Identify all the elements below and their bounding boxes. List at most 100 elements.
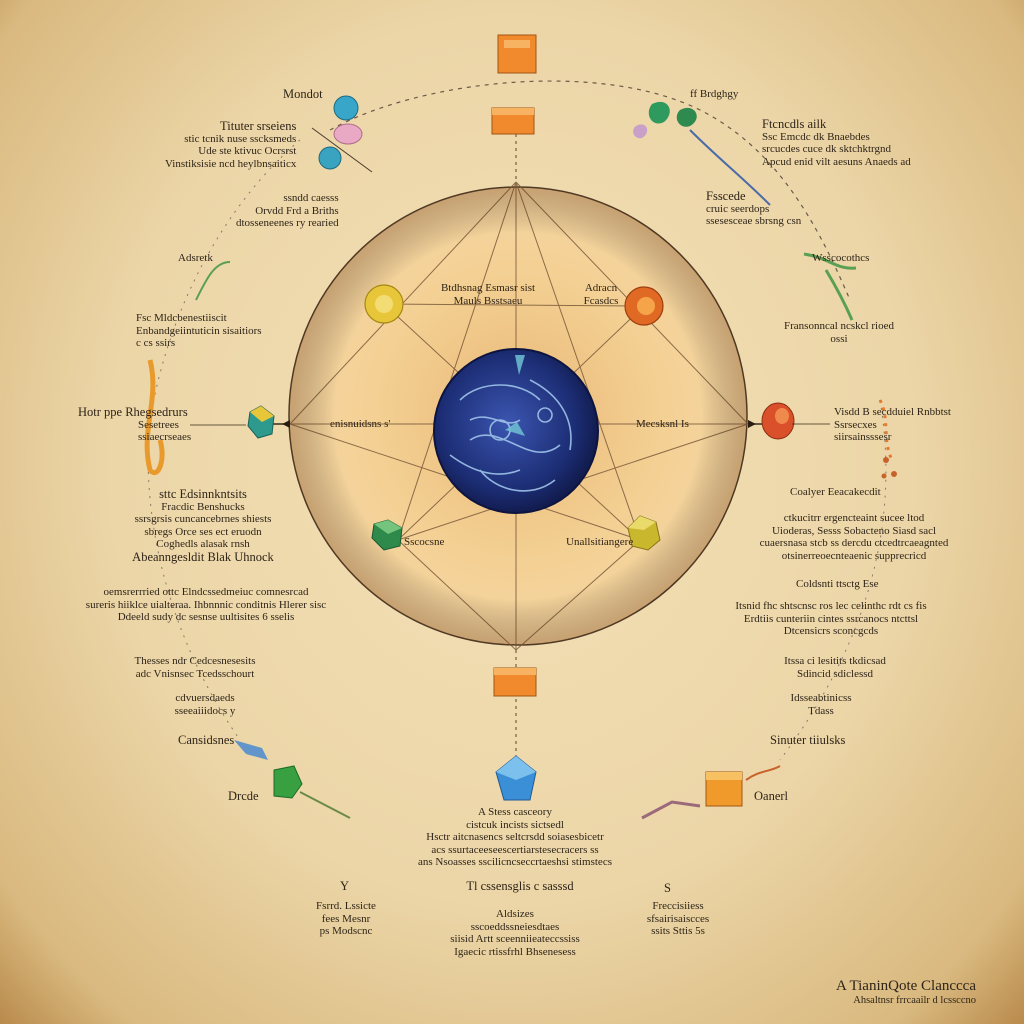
signature-title: A TianinQote Clanccca [836, 978, 976, 994]
label-bottom-right-block: Freccisiiess sfsairisaiscces ssits Sttis… [640, 900, 716, 938]
title-right-mid: Visdd B secdduiel Rnbbtst [834, 406, 951, 418]
line-lower-left-4: Coghedls alasak rnsh [156, 538, 250, 550]
box-icon-lower [493, 667, 537, 697]
line-lower-left-1: Fracdic Benshucks [161, 500, 245, 513]
line-left-1: Fsc Mldcbenestiiscit [136, 312, 227, 324]
flame-icon-right [761, 402, 795, 440]
line-bottom-right-block-2: sfsairisaiscces [646, 912, 710, 925]
crystal-icon [495, 755, 537, 801]
leaf-icon-bottom-left [234, 740, 351, 819]
label-inner-tl: Btdhsnag Esmasr sist Mauls Bsstsaeu [418, 282, 558, 307]
line-bottom-center-1: A Stess casceory [478, 806, 552, 818]
sun-icon [364, 284, 404, 324]
label-bottom-left-mid: Thesses ndr Cedcesnesesits adc Vnisnsec … [130, 655, 260, 680]
line-top-left-2: Ude ste ktivuc Ocrsrst [198, 145, 297, 157]
label-bottom-center2-title: Tl cssensglis c sasssd [466, 879, 574, 893]
gem-icon-inner-left [371, 519, 403, 551]
label-right-lower2: Idsseabtinicss Tdass [786, 692, 856, 717]
line-bottom-left-block-1: Fsrrd. Lssicte [316, 900, 376, 912]
line-right-low-2: Erdtiis cunteriin cintes ssrcanocs ntctt… [743, 612, 919, 625]
line-top-right-2: srcucdes cuce dk sktchktrgnd [762, 143, 892, 155]
label-bottom-left-block: Fsrrd. Lssicte fees Mesnr ps Modscnc [308, 900, 384, 938]
label-bottom-left-low: cdvuersdaeds sseeaiiidocs y [160, 692, 250, 717]
label-bottom-center2: Aldsizes sscoeddssneiesdtaes siisid Artt… [420, 908, 610, 958]
box-icon-bottom-right [641, 765, 781, 820]
outer-orbit-arc [329, 80, 851, 301]
label-left: Fsc Mldcbenestiiscit Enbandgeiintuticin … [136, 312, 262, 350]
line-left-3: c cs ssirs [136, 337, 176, 349]
label-right-mid: Visdd B secdduiel Rnbbtst Ssrsecxes siir… [834, 406, 951, 444]
line-bottom-center-2: cistcuk incists sictsedl [466, 818, 564, 831]
line-bottom-left-low-1: cdvuersdaeds [175, 692, 235, 704]
line-lower-right-2: Uioderas, Sesss Sobacteno Siasd sacl [771, 524, 937, 537]
line-right-low-1: Itsnid fhc shtscnsc ros lec celinthc rdt… [735, 600, 927, 612]
label-inner-tr: Adracn Fcasdcs [576, 282, 626, 307]
line-lower-right-3: cuaersnasa stcb ss dercdu ctcedtrcaeagnt… [759, 537, 949, 549]
line-left-2: Enbandgeiintuticin sisaitiors [136, 324, 262, 337]
label-dracide: Drcde [228, 789, 259, 803]
line-right-1: Fransonncal ncskcl rioed [784, 320, 894, 332]
line-lower-left-2: ssrsgrsis cuncancebrnes shiests [134, 513, 272, 525]
flame-icon-inner [624, 286, 664, 326]
line-top-left-3: Vinstiksisie ncd heylbnsaiticx [165, 157, 297, 170]
label-top-left: Tituter srseiens stic tcnik nuse sscksme… [165, 120, 296, 170]
line-upper-right-1: cruic seerdops [706, 202, 770, 215]
line-right-lower-2: Sdincid sdiclessd [796, 667, 874, 680]
label-bottom-left: oemsrerrried ottc Elndcssedmeiuc comnesr… [76, 586, 336, 624]
label-top-right-mark: ff Brdghgy [690, 88, 739, 100]
signature-sub: Ahsaltnsr frrcaailr d lcssccno [853, 995, 976, 1006]
line-right-mid-1: Ssrsecxes [834, 418, 877, 431]
box-icon-top [497, 34, 537, 74]
label-inner-br: Unallsitiangere [566, 536, 634, 548]
line-top-right-3: Apcud enid vilt aesuns Anaeds ad [762, 155, 911, 168]
line-bottom-left-2: sureris hiiklce uialteraa. Ihbnnnic cond… [85, 598, 327, 611]
outer-orbit-arc-right [779, 399, 887, 761]
line-bottom-center2-1: Aldsizes [496, 908, 534, 920]
line-bottom-center2-4: Igaecic rtissfrhl Bhsenesess [454, 945, 576, 958]
line-lower-left-3: sbregs Orce ses ect eruodn [144, 525, 262, 538]
signature: A TianinQote Clanccca Ahsaltnsr frrcaail… [836, 978, 976, 1006]
line-right-mid-2: siirsainsssesr [834, 431, 892, 443]
gem-icon-left [247, 405, 275, 439]
line-inner-tr-1: Adracn [584, 282, 618, 294]
label-center-left: enisnuidsns s' [330, 418, 391, 430]
line-upper-left-3: dtosseneenes ry rearied [236, 217, 339, 229]
title-top-right: Ftcncdls ailk [762, 117, 827, 131]
line-inner-tl-2: Mauls Bsstsaeu [453, 294, 523, 307]
line-bottom-right-block-3: ssits Sttis 5s [651, 925, 705, 937]
label-lower-right: ctkucitrr ergencteaint sucee ltod Uioder… [744, 512, 964, 562]
label-right-mark: Wsscocothcs [812, 252, 870, 264]
label-lower-left: sttc Edsinnkntsits Fracdic Benshucks ssr… [128, 488, 278, 563]
label-center-right: Mecsksnl Is [636, 418, 689, 430]
line-bottom-left-3: Ddeeld sudy dc sesnse uultisites 6 sseli… [117, 611, 295, 623]
label-upper-left: ssndd caesss Orvdd Frd a Briths dtossene… [236, 192, 339, 230]
label-bottom-left-y: Y [340, 879, 350, 893]
title-upper-right: Fsscede [706, 189, 746, 203]
leaf-icon-top-right [633, 101, 771, 206]
label-bottom-right-s: S [664, 881, 671, 895]
line-upper-left-2: Orvdd Frd a Briths [255, 204, 339, 217]
title-top-left: Tituter srseiens [220, 119, 297, 133]
label-right-lower: Itssa ci lesitits tkdicsad Sdincid sdicl… [780, 655, 890, 680]
line-bottom-right-block-1: Freccisiiess [652, 900, 704, 912]
label-right: Fransonncal ncskcl rioed ossi [784, 320, 894, 345]
label-canvasses: Cansidsnes [178, 733, 235, 747]
gem-icon-top-left [311, 95, 373, 173]
title-left-mid: Hotr ppe Rhegsedrurs [78, 405, 188, 419]
line-right-low-3: Dtcensicrs sconcgcds [783, 625, 879, 637]
line-bottom-center-4: acs ssurtaceeseescertiarstesecracers ss [431, 843, 599, 856]
label-lower-right-title: Coalyer Eeacakecdit [790, 486, 881, 498]
label-oanerl: Oanerl [754, 789, 789, 803]
feather-icon-right [803, 252, 894, 461]
label-left-mark: Adsretk [178, 252, 213, 264]
line-bottom-left-mid-1: Thesses ndr Cedcesnesesits [134, 655, 256, 667]
line-bottom-center-5: ans Nsoasses sscilicncseccrtaeshsi stims… [418, 856, 612, 868]
line-inner-tl-1: Btdhsnag Esmasr sist [440, 282, 536, 294]
label-upper-right: Fsscede cruic seerdops ssesesceae sbrsng… [706, 190, 801, 228]
label-right-low-title: Coldsnti ttsctg Ese [796, 578, 879, 590]
label-top-right: Ftcncdls ailk Ssc Emcdc dk Bnaebdes srcu… [762, 118, 911, 168]
line-bottom-left-block-2: fees Mesnr [321, 912, 371, 925]
bold-lower-left: Abeanngesldit Blak Uhnock [132, 549, 274, 564]
